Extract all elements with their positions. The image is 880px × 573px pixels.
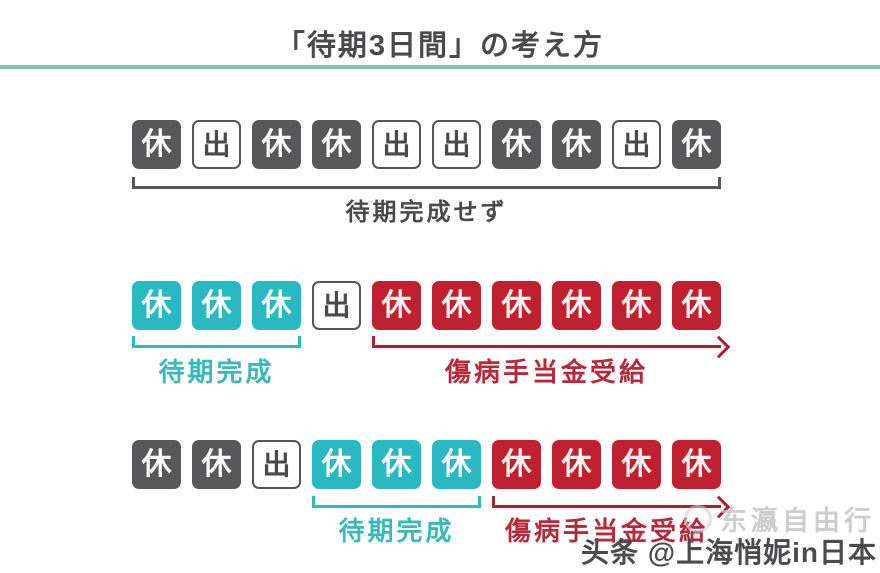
arrow-annotation	[372, 335, 731, 359]
bracket-annotation	[312, 496, 481, 508]
day-row: 休休出休休休休休休休	[132, 440, 721, 489]
day-box-rest: 休	[552, 281, 601, 330]
day-box-rest: 休	[672, 281, 721, 330]
day-box-work: 出	[432, 120, 481, 169]
bracket-annotation	[132, 177, 721, 189]
day-box-rest: 休	[252, 120, 301, 169]
day-box-rest: 休	[372, 281, 421, 330]
day-box-rest: 休	[312, 120, 361, 169]
day-box-rest: 休	[372, 440, 421, 489]
annotation-label: 待期完成	[338, 516, 455, 546]
arrow-annotation	[492, 495, 731, 519]
day-box-rest: 休	[612, 440, 661, 489]
day-box-rest: 休	[192, 440, 241, 489]
day-box-work: 出	[252, 440, 301, 489]
day-box-rest: 休	[612, 281, 661, 330]
annotation-label: 傷病手当金受給	[504, 516, 708, 546]
annotation-label: 傷病手当金受給	[444, 357, 648, 387]
day-box-rest: 休	[432, 440, 481, 489]
day-row: 休休休出休休休休休休	[132, 281, 721, 330]
day-box-rest: 休	[672, 440, 721, 489]
annotation-label: 待期完成	[158, 357, 275, 387]
watermark-main: 头条 @上海悄妮in日本	[581, 537, 877, 568]
day-box-rest: 休	[492, 281, 541, 330]
watermark-faint: 东瀛自由行	[684, 499, 875, 538]
day-box-rest: 休	[252, 281, 301, 330]
day-row: 休出休休出出休休出休	[132, 120, 721, 169]
day-box-rest: 休	[492, 120, 541, 169]
title-underline	[0, 65, 880, 69]
day-box-work: 出	[192, 120, 241, 169]
day-box-rest: 休	[672, 120, 721, 169]
page-title: 「待期3日間」の考え方	[275, 30, 605, 62]
watermark-faint-text: 东瀛自由行	[720, 506, 875, 536]
day-box-work: 出	[372, 120, 421, 169]
watermark-logo-icon	[684, 504, 712, 533]
day-box-rest: 休	[552, 120, 601, 169]
day-box-rest: 休	[492, 440, 541, 489]
annotation-label: 待期完成せず	[345, 199, 508, 226]
day-box-rest: 休	[132, 281, 181, 330]
day-box-rest: 休	[132, 440, 181, 489]
day-box-rest: 休	[552, 440, 601, 489]
day-box-rest: 休	[192, 281, 241, 330]
day-box-rest: 休	[132, 120, 181, 169]
day-box-work: 出	[312, 281, 361, 330]
bracket-annotation	[132, 336, 301, 348]
day-box-work: 出	[612, 120, 661, 169]
day-box-rest: 休	[312, 440, 361, 489]
day-box-rest: 休	[432, 281, 481, 330]
